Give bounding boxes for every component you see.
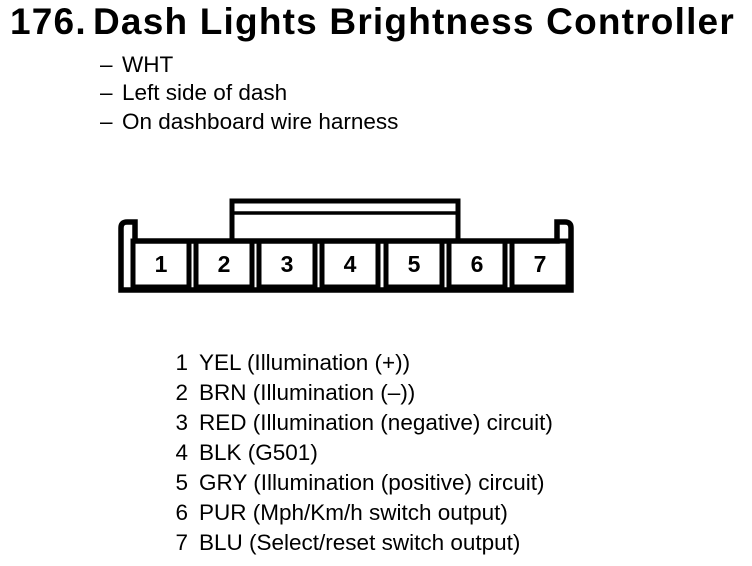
section-title-text: Dash Lights Brightness Controller [93, 1, 735, 42]
pin-number: 7 [175, 530, 188, 555]
pin-cavity [130, 238, 192, 290]
pin-cell: 1 [130, 238, 192, 290]
pin-number: 3 [175, 410, 188, 435]
pin-cell: 6 [446, 238, 508, 290]
notes-list: – WHT – Left side of dash – On dashboard… [100, 51, 398, 136]
note-text: WHT [122, 52, 174, 77]
pin-cell: 7 [509, 238, 571, 290]
note-text: On dashboard wire harness [122, 108, 399, 134]
pin-cavity-number: 4 [344, 251, 357, 277]
pin-cavity [509, 238, 571, 290]
connector-diagram: 1 2 3 4 5 6 7 [118, 198, 574, 293]
pin-list: 1 YEL (Illumination (+)) 2 BRN (Illumina… [170, 348, 553, 558]
pin-cavity [193, 238, 255, 290]
pin-row: 7 BLU (Select/reset switch output) [170, 528, 553, 558]
pin-number: 1 [175, 350, 188, 375]
pin-cavity-number: 3 [281, 251, 294, 277]
pin-cavity [319, 238, 381, 290]
pin-row: 5 GRY (Illumination (positive) circuit) [170, 468, 553, 498]
pin-row: 3 RED (Illumination (negative) circuit) [170, 408, 553, 438]
pin-cavity-number: 1 [155, 251, 168, 277]
pin-cavity-number: 6 [471, 251, 484, 277]
pin-cavity [446, 238, 508, 290]
pin-cavity-number: 2 [218, 251, 231, 277]
pin-number: 4 [175, 440, 188, 465]
note-item: – Left side of dash [100, 79, 398, 107]
pin-number: 2 [175, 380, 188, 405]
pin-row: 1 YEL (Illumination (+)) [170, 348, 553, 378]
pin-description: BLU (Select/reset switch output) [199, 530, 521, 555]
pin-description: BLK (G501) [199, 440, 318, 465]
section-number: 176. [10, 1, 87, 42]
pin-cavity [383, 238, 445, 290]
note-item: – On dashboard wire harness [100, 108, 398, 136]
pin-description: PUR (Mph/Km/h switch output) [199, 500, 508, 525]
bullet-dash: – [100, 52, 113, 77]
pin-row: 2 BRN (Illumination (–)) [170, 378, 553, 408]
pin-number: 6 [175, 500, 188, 525]
pin-cavity-number: 5 [408, 251, 421, 277]
pin-cell: 3 [256, 238, 318, 290]
connector-lock-tab [229, 198, 461, 241]
pin-description: GRY (Illumination (positive) circuit) [199, 470, 545, 495]
pin-cell: 2 [193, 238, 255, 290]
pin-cavity-number: 7 [534, 251, 547, 277]
pin-cell: 5 [383, 238, 445, 290]
bullet-dash: – [100, 108, 113, 134]
note-text: Left side of dash [122, 80, 288, 106]
note-item: – WHT [100, 51, 398, 79]
pin-cell: 4 [319, 238, 381, 290]
pin-number: 5 [175, 470, 188, 495]
pin-row: 6 PUR (Mph/Km/h switch output) [170, 498, 553, 528]
pin-description: BRN (Illumination (–)) [199, 380, 416, 405]
pin-cavity [256, 238, 318, 290]
pin-row: 4 BLK (G501) [170, 438, 553, 468]
pin-description: RED (Illumination (negative) circuit) [199, 410, 553, 435]
pin-description: YEL (Illumination (+)) [199, 350, 411, 375]
bullet-dash: – [100, 80, 113, 106]
